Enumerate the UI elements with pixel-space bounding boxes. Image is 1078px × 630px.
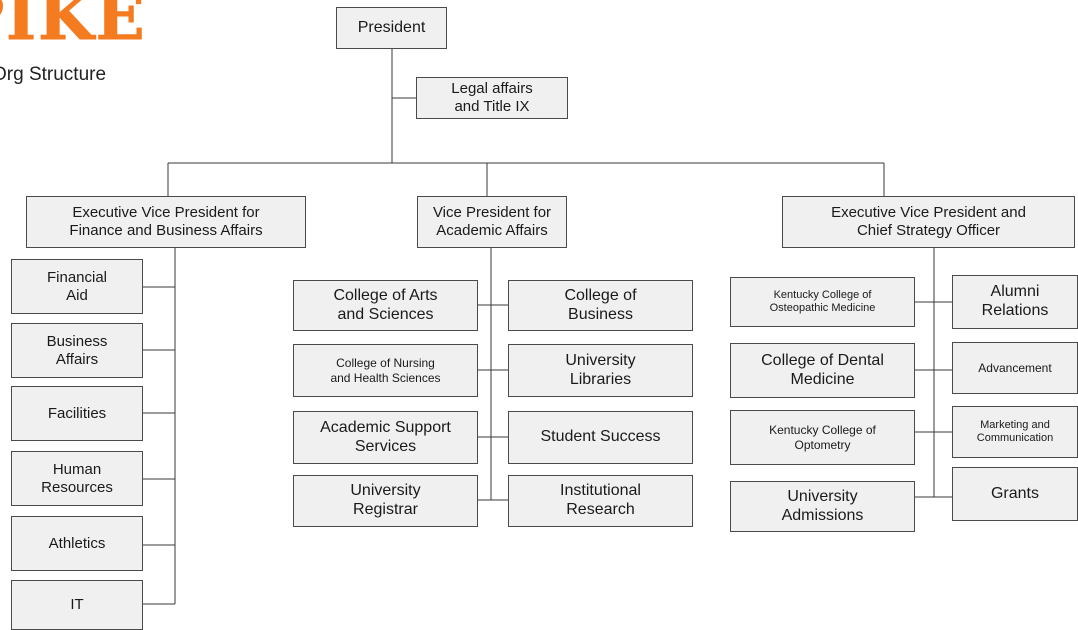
box-athletics: Athletics bbox=[11, 516, 143, 571]
box-alumni-relations: Alumni Relations bbox=[952, 275, 1078, 329]
box-facilities: Facilities bbox=[11, 386, 143, 441]
box-business-affairs: Business Affairs bbox=[11, 323, 143, 378]
box-advancement: Advancement bbox=[952, 342, 1078, 394]
box-legal-affairs: Legal affairs and Title IX bbox=[416, 77, 568, 119]
chart-title: Org Structure bbox=[0, 64, 107, 85]
box-financial-aid: Financial Aid bbox=[11, 259, 143, 314]
box-vp-academic: Vice President for Academic Affairs bbox=[417, 196, 567, 248]
box-evp-strategy: Executive Vice President and Chief Strat… bbox=[782, 196, 1075, 248]
box-optometry: Kentucky College of Optometry bbox=[730, 410, 915, 465]
box-institutional-research: Institutional Research bbox=[508, 475, 693, 527]
box-evp-finance: Executive Vice President for Finance and… bbox=[26, 196, 306, 248]
box-human-resources: Human Resources bbox=[11, 451, 143, 506]
box-president: President bbox=[336, 7, 447, 49]
box-grants: Grants bbox=[952, 467, 1078, 521]
brand-logo: PIKE bbox=[0, 0, 147, 48]
box-university-registrar: University Registrar bbox=[293, 475, 478, 527]
box-college-arts-sciences: College of Arts and Sciences bbox=[293, 280, 478, 331]
box-college-business: College of Business bbox=[508, 280, 693, 331]
box-academic-support: Academic Support Services bbox=[293, 411, 478, 464]
box-marketing-communication: Marketing and Communication bbox=[952, 406, 1078, 458]
box-dental-medicine: College of Dental Medicine bbox=[730, 343, 915, 398]
box-student-success: Student Success bbox=[508, 411, 693, 464]
box-college-nursing: College of Nursing and Health Sciences bbox=[293, 344, 478, 397]
box-osteopathic-medicine: Kentucky College of Osteopathic Medicine bbox=[730, 277, 915, 327]
box-university-admissions: University Admissions bbox=[730, 481, 915, 532]
box-university-libraries: University Libraries bbox=[508, 344, 693, 397]
box-it: IT bbox=[11, 580, 143, 630]
